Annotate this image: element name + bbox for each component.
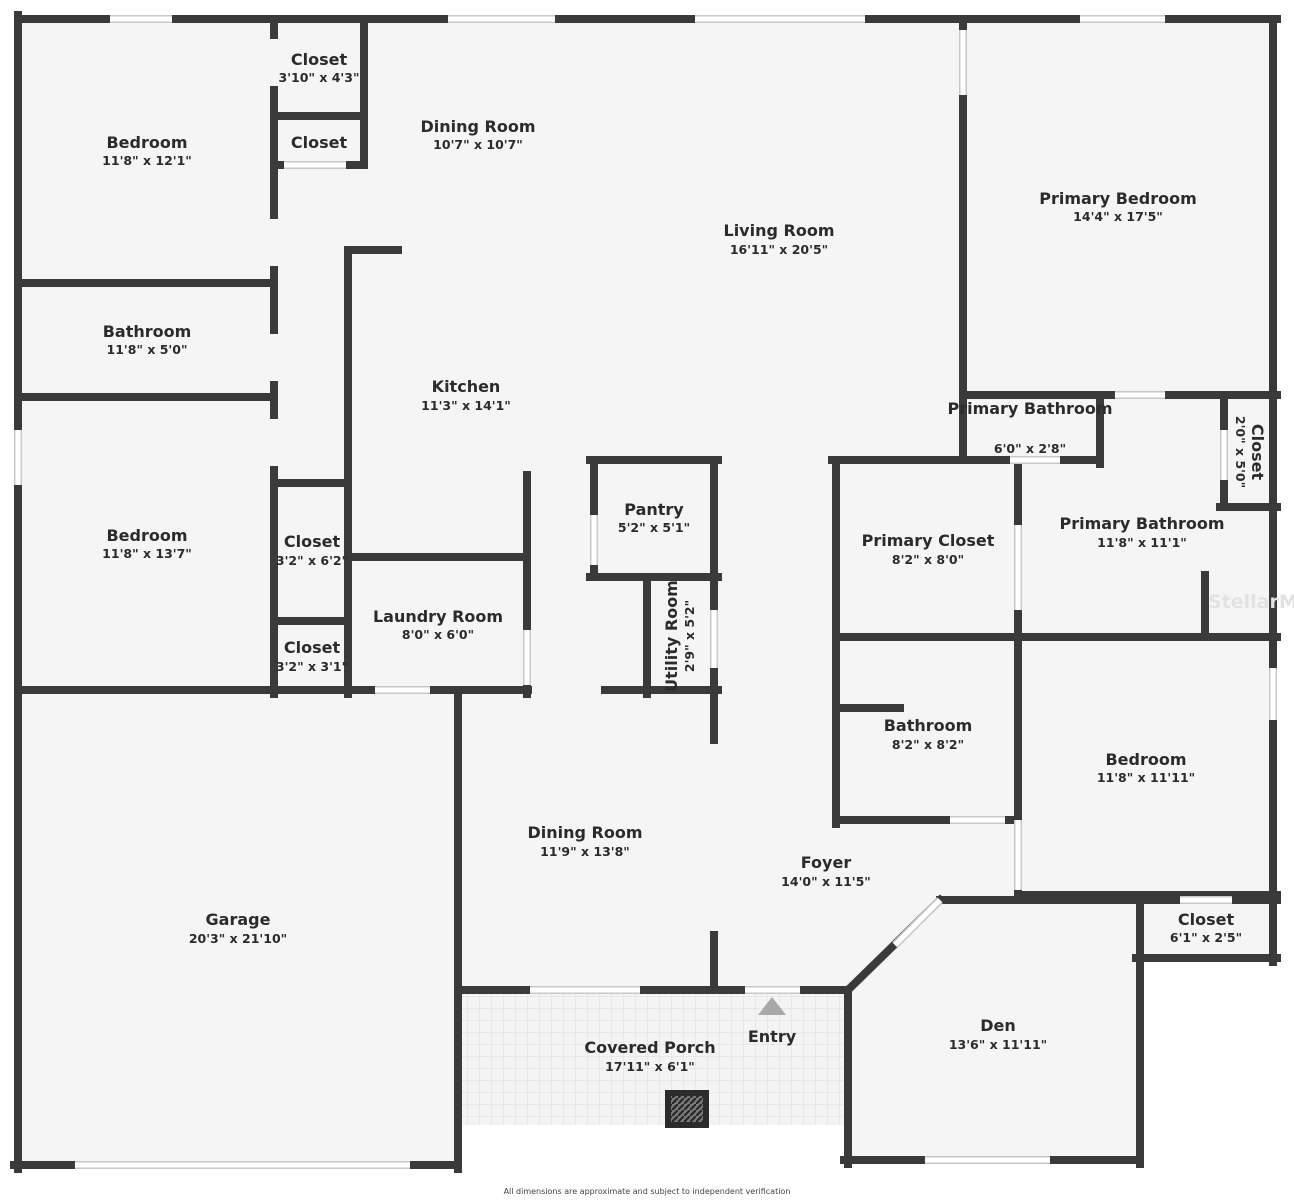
room-den: Den 13'6" x 11'11" (949, 1016, 1047, 1052)
svg-text:2'9" x 5'2": 2'9" x 5'2" (682, 600, 697, 672)
svg-text:11'9" x 13'8": 11'9" x 13'8" (540, 844, 630, 859)
room-entry: Entry (748, 1027, 797, 1046)
svg-text:Primary Bathroom: Primary Bathroom (947, 399, 1112, 418)
svg-text:3'2" x 6'2": 3'2" x 6'2" (276, 553, 348, 568)
room-dining-room-2: Dining Room 11'9" x 13'8" (527, 823, 642, 859)
svg-text:14'0" x 11'5": 14'0" x 11'5" (781, 874, 871, 889)
covered-porch-floor (462, 994, 846, 1125)
svg-text:Dining Room: Dining Room (527, 823, 642, 842)
room-closet-4: Closet 3'2" x 3'1" (276, 638, 348, 674)
room-covered-porch: Covered Porch 17'11" x 6'1" (584, 1038, 715, 1074)
svg-text:11'8" x 11'11": 11'8" x 11'11" (1097, 770, 1195, 785)
svg-text:Closet: Closet (291, 50, 348, 69)
svg-text:Primary Closet: Primary Closet (862, 531, 995, 550)
svg-text:Bedroom: Bedroom (1105, 750, 1186, 769)
svg-text:8'2" x 8'2": 8'2" x 8'2" (892, 737, 964, 752)
windows (14, 15, 1277, 1169)
svg-text:Dining Room: Dining Room (420, 117, 535, 136)
disclaimer-footer: All dimensions are approximate and subje… (504, 1187, 791, 1196)
svg-text:8'0" x 6'0": 8'0" x 6'0" (402, 627, 474, 642)
svg-text:Bathroom: Bathroom (103, 322, 192, 341)
svg-text:3'10" x 4'3": 3'10" x 4'3" (279, 70, 360, 85)
svg-text:Pantry: Pantry (624, 500, 684, 519)
svg-text:5'2" x 5'1": 5'2" x 5'1" (618, 520, 690, 535)
room-closet-2: Closet (291, 133, 348, 152)
svg-text:Covered Porch: Covered Porch (584, 1038, 715, 1057)
svg-text:14'4" x 17'5": 14'4" x 17'5" (1073, 209, 1163, 224)
room-bathroom-2: Bathroom 8'2" x 8'2" (884, 716, 973, 752)
room-living-room: Living Room 16'11" x 20'5" (724, 221, 835, 257)
svg-text:Closet: Closet (284, 532, 341, 551)
svg-text:Bedroom: Bedroom (106, 526, 187, 545)
room-primary-closet: Primary Closet 8'2" x 8'0" (862, 531, 995, 567)
svg-text:3'2" x 3'1": 3'2" x 3'1" (276, 659, 348, 674)
svg-text:Den: Den (980, 1016, 1016, 1035)
svg-text:11'8" x 13'7": 11'8" x 13'7" (102, 546, 192, 561)
svg-text:11'8" x 5'0": 11'8" x 5'0" (107, 342, 188, 357)
svg-text:Bedroom: Bedroom (106, 133, 187, 152)
svg-text:Living Room: Living Room (724, 221, 835, 240)
room-primary-bathroom: Primary Bathroom 11'8" x 11'1" (1059, 514, 1224, 550)
svg-text:Entry: Entry (748, 1027, 797, 1046)
svg-text:8'2" x 8'0": 8'2" x 8'0" (892, 552, 964, 567)
svg-text:13'6" x 11'11": 13'6" x 11'11" (949, 1037, 1047, 1052)
entry-arrow-icon (758, 997, 786, 1015)
room-primary-bathroom-small: Primary Bathroom 6'0" x 2'8" (947, 399, 1112, 456)
svg-text:Garage: Garage (206, 910, 271, 929)
svg-text:Primary Bathroom: Primary Bathroom (1059, 514, 1224, 533)
room-foyer: Foyer 14'0" x 11'5" (781, 853, 871, 889)
svg-text:Kitchen: Kitchen (432, 377, 501, 396)
svg-text:17'11" x 6'1": 17'11" x 6'1" (605, 1059, 695, 1074)
window-pane (893, 898, 942, 947)
chimney-icon (665, 1090, 709, 1128)
svg-text:11'8" x 11'1": 11'8" x 11'1" (1097, 535, 1187, 550)
room-garage: Garage 20'3" x 21'10" (189, 910, 287, 946)
svg-text:10'7" x 10'7": 10'7" x 10'7" (433, 137, 523, 152)
svg-text:2'0" x 5'0": 2'0" x 5'0" (1233, 416, 1248, 488)
svg-text:Foyer: Foyer (801, 853, 852, 872)
svg-text:20'3" x 21'10": 20'3" x 21'10" (189, 931, 287, 946)
svg-text:11'3" x 14'1": 11'3" x 14'1" (421, 398, 511, 413)
svg-text:16'11" x 20'5": 16'11" x 20'5" (730, 242, 828, 257)
svg-text:Closet: Closet (291, 133, 348, 152)
svg-text:Closet: Closet (284, 638, 341, 657)
svg-text:Closet: Closet (1248, 424, 1267, 481)
svg-text:6'1" x 2'5": 6'1" x 2'5" (1170, 930, 1242, 945)
svg-text:Primary Bedroom: Primary Bedroom (1039, 189, 1197, 208)
svg-text:Laundry Room: Laundry Room (373, 607, 503, 626)
svg-text:Bathroom: Bathroom (884, 716, 973, 735)
room-closet-3: Closet 3'2" x 6'2" (276, 532, 348, 568)
svg-text:11'8" x 12'1": 11'8" x 12'1" (102, 153, 192, 168)
svg-text:Closet: Closet (1178, 910, 1235, 929)
svg-text:6'0" x 2'8": 6'0" x 2'8" (994, 441, 1066, 456)
svg-text:Utility Room: Utility Room (662, 580, 681, 692)
watermark: StellarMLS (1208, 591, 1294, 613)
room-kitchen: Kitchen 11'3" x 14'1" (421, 377, 511, 413)
